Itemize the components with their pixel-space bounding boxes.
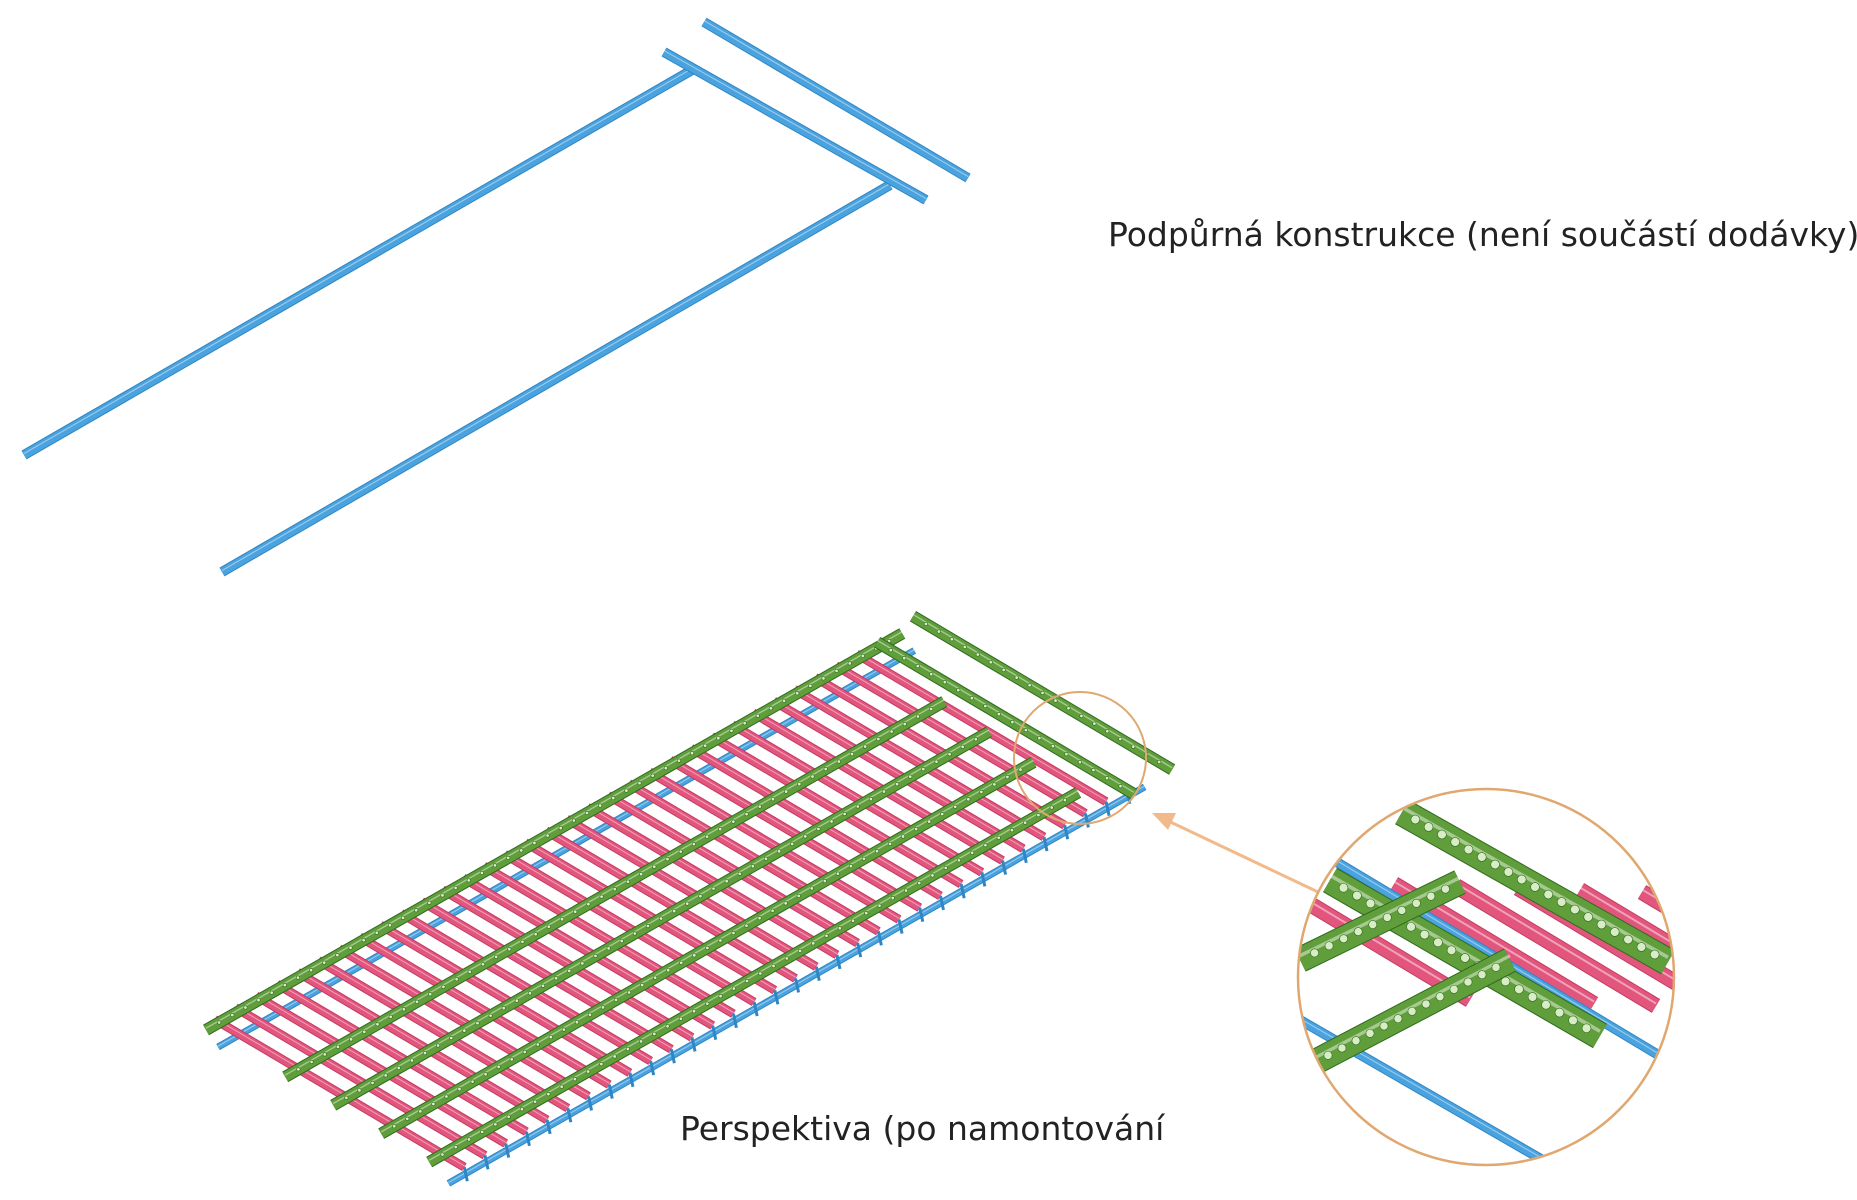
cross-beam-5 [295, 968, 550, 1124]
post-13 [711, 1025, 718, 1040]
main-beam-3 [330, 726, 992, 1111]
back-cross-beam-1 [874, 636, 1138, 800]
zoom-main-beam-2 [1322, 867, 1608, 1049]
support-structure-frame [21, 17, 971, 577]
cross-beam-27 [750, 709, 1005, 865]
cross-beam-18 [564, 815, 819, 971]
arrow-left-icon [1152, 813, 1319, 894]
cross-beam-2 [233, 1003, 488, 1160]
cross-beam-21 [626, 779, 881, 936]
post-3 [504, 1143, 511, 1158]
support-long-beam-2 [219, 180, 893, 577]
cross-beam-25 [709, 732, 964, 889]
cross-beam-31 [833, 661, 1088, 818]
post-21 [876, 931, 883, 946]
support-long-beam-1 [21, 65, 695, 460]
post-32 [1104, 801, 1111, 816]
cross-beam-26 [729, 720, 985, 877]
post-11 [669, 1048, 676, 1064]
cross-beam-20 [605, 791, 860, 947]
post-22 [897, 919, 904, 934]
post-9 [628, 1072, 635, 1088]
cross-beam-16 [522, 838, 778, 995]
cross-beam-13 [460, 874, 716, 1030]
cross-beam-8 [357, 933, 612, 1089]
post-23 [918, 907, 925, 923]
support-cross-beam-2 [701, 17, 971, 183]
main-beam-1 [203, 628, 906, 1036]
cross-beam-29 [792, 685, 1047, 841]
cross-beam-22 [647, 767, 902, 924]
post-19 [835, 954, 842, 970]
main-beam-2 [282, 696, 948, 1083]
zoom-cross-beam-6 [1575, 883, 1674, 1017]
main-beam-4 [378, 756, 1037, 1139]
cross-beam-11 [419, 897, 674, 1054]
post-26 [980, 872, 987, 887]
cross-beam-4 [274, 980, 529, 1136]
cross-beam-23 [667, 756, 923, 912]
post-31 [1083, 813, 1090, 828]
magnify-circle-icon [1013, 691, 1147, 825]
cross-beam-7 [336, 944, 591, 1101]
post-5 [545, 1119, 552, 1135]
cross-beam-1 [212, 1015, 467, 1172]
post-27 [1001, 860, 1008, 875]
cross-beam-12 [440, 885, 695, 1042]
post-10 [649, 1060, 656, 1076]
post-30 [1063, 824, 1070, 840]
post-1 [462, 1166, 469, 1182]
cross-beam-19 [585, 803, 840, 959]
cross-beam-32 [854, 650, 1109, 806]
post-18 [814, 966, 821, 982]
cross-beam-6 [315, 956, 571, 1113]
post-29 [1042, 836, 1049, 852]
deck-main-beams [203, 611, 1176, 1168]
post-28 [1021, 848, 1028, 864]
cross-beam-24 [688, 744, 943, 900]
perspective-caption: Perspektiva (po namontování [680, 1109, 1165, 1148]
post-7 [587, 1096, 594, 1111]
cross-beam-14 [481, 862, 736, 1018]
zoom-main-beam-3 [1298, 870, 1466, 972]
post-2 [483, 1155, 490, 1170]
main-beam-5 [426, 787, 1082, 1168]
cross-beam-9 [378, 921, 633, 1077]
cross-beam-3 [253, 992, 509, 1148]
cross-beam-17 [543, 826, 798, 983]
assembled-deck-perspective [203, 611, 1176, 1187]
back-cross-beam-2 [909, 611, 1176, 775]
support-cross-beam-1 [661, 47, 929, 205]
post-20 [856, 942, 863, 958]
zoom-main-beam-4 [1298, 948, 1517, 1082]
enlarged-detail-view [1296, 787, 1676, 1167]
cross-beam-30 [812, 673, 1067, 830]
post-4 [524, 1131, 531, 1147]
support-structure-caption: Podpůrná konstrukce (není součástí dodáv… [1108, 215, 1857, 254]
cross-beam-15 [502, 850, 757, 1006]
cross-beam-28 [771, 697, 1026, 853]
post-14 [731, 1013, 738, 1029]
post-15 [752, 1001, 759, 1017]
post-25 [959, 883, 966, 899]
post-24 [939, 895, 945, 911]
zoom-cross-beam-4 [1451, 879, 1661, 1013]
post-12 [690, 1037, 697, 1052]
post-17 [794, 978, 801, 993]
post-6 [566, 1107, 573, 1123]
zoom-main-beam-1 [1395, 799, 1674, 975]
post-16 [773, 989, 780, 1005]
post-8 [607, 1084, 614, 1099]
detail-callout [1013, 691, 1676, 1167]
cross-beam-10 [398, 909, 653, 1065]
